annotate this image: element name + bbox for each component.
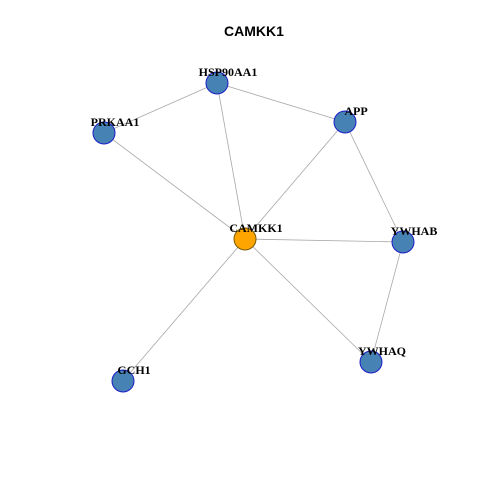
edge-prkaa1-camkk1 bbox=[103, 132, 246, 240]
node-circle bbox=[333, 110, 357, 134]
node-circle bbox=[233, 227, 257, 251]
node-label: YWHAQ bbox=[358, 344, 406, 358]
node-label: HSP90AA1 bbox=[199, 65, 258, 79]
edge-camkk1-ywhaq bbox=[244, 238, 372, 363]
edge-app-ywhab bbox=[344, 121, 404, 243]
node-circle bbox=[111, 369, 135, 393]
edge-hsp90aa1-app bbox=[216, 82, 346, 123]
node-ywhab: YWHAB bbox=[391, 224, 438, 254]
node-ywhaq: YWHAQ bbox=[358, 344, 406, 374]
node-label: CAMKK1 bbox=[229, 221, 282, 235]
node-prkaa1: PRKAA1 bbox=[91, 115, 140, 145]
node-circle bbox=[92, 121, 116, 145]
edge-hsp90aa1-camkk1 bbox=[216, 82, 246, 240]
node-circle bbox=[391, 230, 415, 254]
diagram-title: CAMKK1 bbox=[224, 23, 284, 39]
node-gch1: GCH1 bbox=[111, 363, 151, 393]
edge-app-camkk1 bbox=[244, 121, 346, 240]
edge-layer bbox=[103, 82, 404, 382]
node-label: GCH1 bbox=[117, 363, 150, 377]
node-hsp90aa1: HSP90AA1 bbox=[199, 65, 258, 95]
edge-camkk1-gch1 bbox=[122, 238, 246, 382]
node-label: YWHAB bbox=[391, 224, 438, 238]
node-circle bbox=[205, 71, 229, 95]
node-app: APP bbox=[333, 104, 368, 134]
node-label: PRKAA1 bbox=[91, 115, 140, 129]
node-camkk1: CAMKK1 bbox=[229, 221, 283, 251]
edge-ywhab-ywhaq bbox=[370, 241, 404, 363]
edge-camkk1-ywhab bbox=[244, 238, 404, 243]
node-circle bbox=[359, 350, 383, 374]
edge-hsp90aa1-prkaa1 bbox=[103, 82, 218, 134]
node-label: APP bbox=[344, 104, 367, 118]
